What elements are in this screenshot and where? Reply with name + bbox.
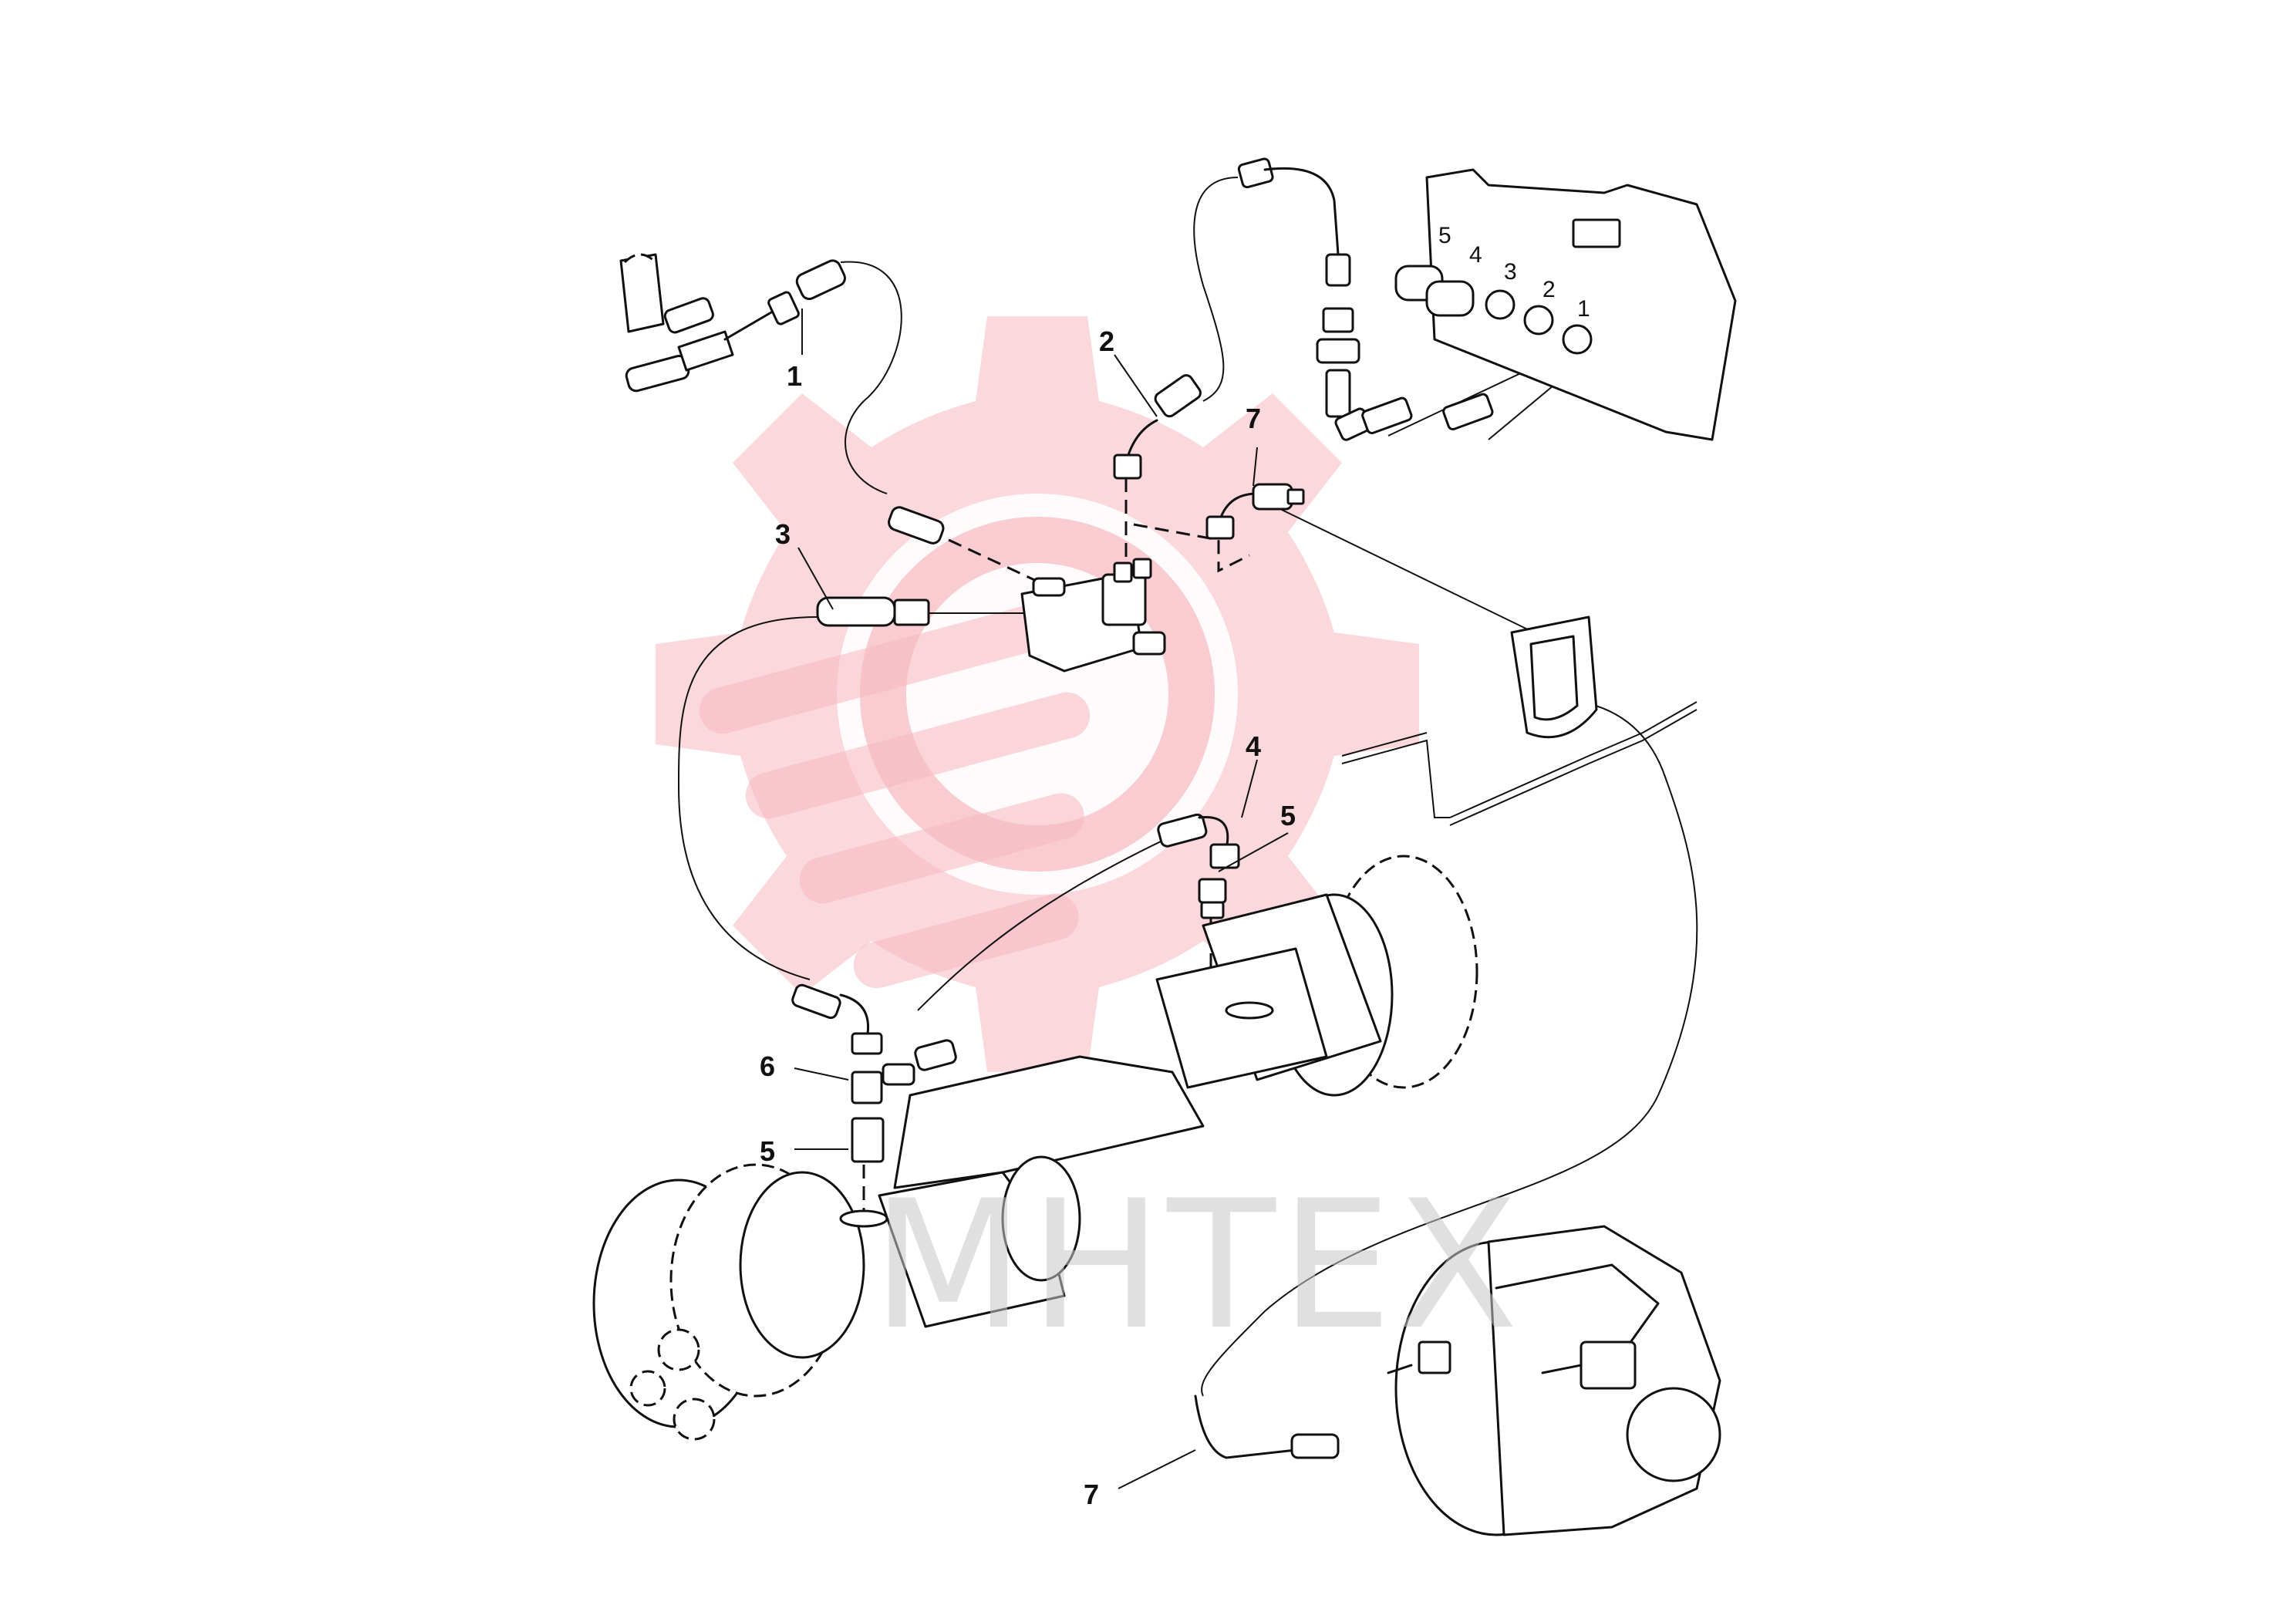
port-label-4: 4: [1469, 242, 1482, 268]
callout-3: 3: [775, 518, 791, 550]
callout-7-lower: 7: [1084, 1479, 1099, 1510]
callout-7-upper: 7: [1246, 403, 1261, 434]
callout-6: 6: [760, 1050, 775, 1082]
hose-2-assembly: [1113, 157, 1372, 480]
tee-fitting-6: [791, 983, 957, 1163]
hose-4-assembly: [1157, 813, 1240, 919]
callout-5-lower: 5: [760, 1135, 775, 1167]
port-label-3: 3: [1504, 259, 1517, 285]
central-valve-block: [816, 506, 1166, 673]
hose-7-lower: [1194, 1394, 1340, 1459]
hose-7-top-elbow: [1205, 483, 1305, 540]
callout-5-upper: 5: [1280, 800, 1296, 831]
port-label-2: 2: [1542, 277, 1556, 302]
frame-lines: [1341, 701, 1698, 826]
control-panel: [1361, 168, 1737, 441]
callout-1: 1: [787, 360, 802, 392]
callout-4: 4: [1246, 730, 1261, 762]
leader-lines: [794, 309, 1289, 1489]
top-left-valve-fitting: [619, 253, 846, 393]
watermark-text: MHTEX: [872, 1163, 1523, 1369]
panel-port-labels: 5 4 3 2 1: [1438, 223, 1590, 322]
port-label-1: 1: [1577, 296, 1590, 322]
callout-2: 2: [1099, 325, 1114, 357]
callout-labels: 1 2 3 4 5 5 6 7 7: [760, 325, 1296, 1510]
axle-assembly: [592, 855, 1478, 1441]
port-label-5: 5: [1438, 223, 1451, 248]
hydraulic-motor: [1387, 1225, 1721, 1536]
hose-bracket: [1510, 615, 1598, 739]
